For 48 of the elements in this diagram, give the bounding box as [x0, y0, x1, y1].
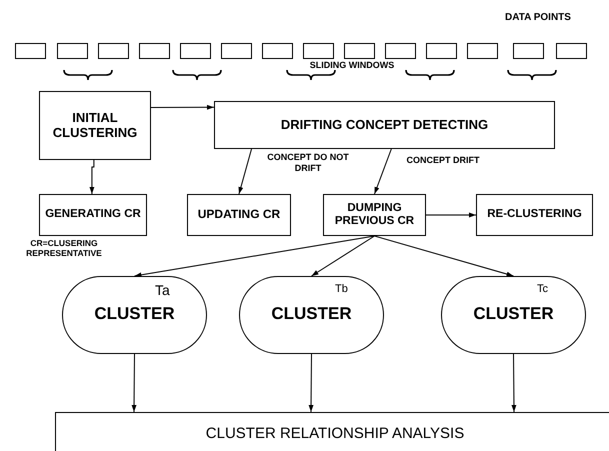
- time-label: Ta: [155, 283, 170, 298]
- node-label: CLUSTER RELATIONSHIP ANALYSIS: [206, 425, 464, 442]
- data-point-box: [57, 43, 88, 59]
- note: CR=CLUSERING REPRESENTATIVE: [25, 238, 103, 258]
- arrow: [311, 236, 375, 276]
- node-label: CLUSTER: [473, 304, 554, 324]
- arrow: [512, 354, 516, 412]
- node-label: DUMPING PREVIOUS CR: [334, 202, 416, 228]
- node-label: CLUSTER: [271, 304, 352, 324]
- arrow: [426, 212, 476, 218]
- time-label: Tb: [335, 283, 348, 296]
- time-label: Tc: [537, 283, 548, 296]
- node-label: CLUSTER: [94, 304, 175, 324]
- process-box: [55, 412, 609, 451]
- node-label: UPDATING CR: [198, 208, 280, 222]
- data-point-box: [467, 43, 498, 59]
- process-box: [39, 91, 151, 160]
- data-point-box: [303, 43, 334, 59]
- arrow: [132, 354, 136, 412]
- arrow: [89, 160, 94, 194]
- arrow: [374, 148, 392, 194]
- node-label: INITIAL CLUSTERING: [52, 110, 138, 140]
- data-point-box: [426, 43, 457, 59]
- process-box: [323, 194, 426, 236]
- data-point-box: [262, 43, 293, 59]
- node-label: RE-CLUSTERING: [487, 208, 582, 222]
- data-point-box: [98, 43, 129, 59]
- data-point-box: [344, 43, 375, 59]
- node-label: DRIFTING CONCEPT DETECTING: [280, 118, 488, 132]
- process-box: [187, 194, 291, 236]
- arrow: [308, 354, 314, 412]
- data-point-box: [556, 43, 587, 59]
- process-box: [476, 194, 593, 236]
- data-point-box: [139, 43, 170, 59]
- process-box: [214, 101, 555, 149]
- data-point-box: [180, 43, 211, 59]
- data-point-box: [513, 43, 544, 59]
- node-label: GENERATING CR: [45, 208, 141, 222]
- data-point-box: [221, 43, 252, 59]
- annotation-label: SLIDING WINDOWS: [308, 60, 396, 71]
- process-box: [39, 194, 147, 236]
- arrow: [374, 236, 514, 276]
- arrow: [150, 104, 214, 110]
- annotation-label: DATA POINTS: [504, 12, 572, 24]
- arrow: [238, 148, 252, 194]
- arrow: [134, 236, 375, 278]
- data-point-box: [385, 43, 416, 59]
- data-point-box: [15, 43, 46, 59]
